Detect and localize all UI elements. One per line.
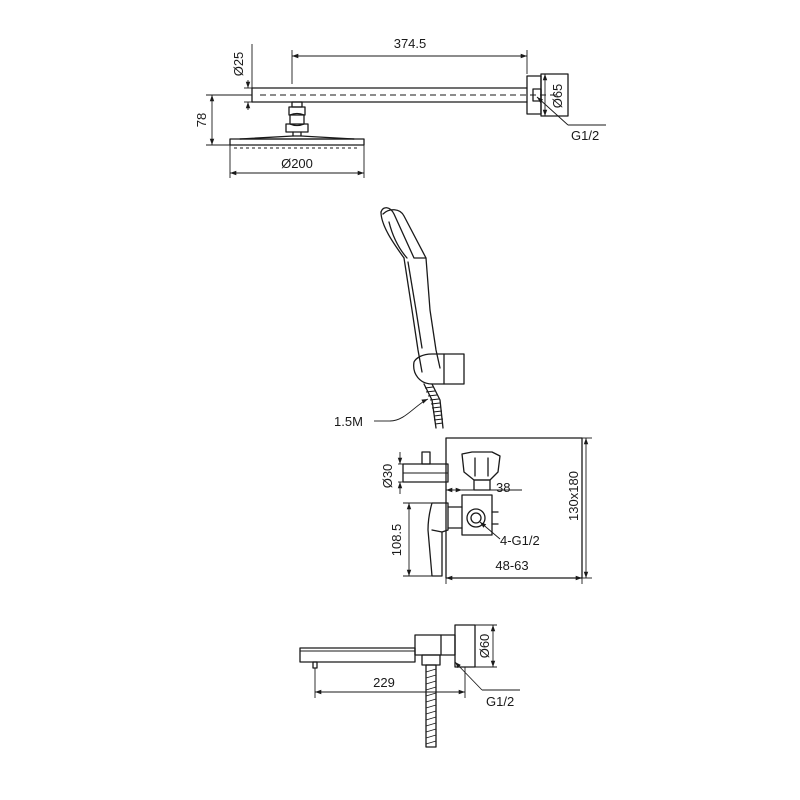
dim-arm-length-label: 374.5 [394,36,427,51]
bath-spout-drawing: 229 Ø60 G1/2 [299,624,520,748]
valve-cover-plate [445,437,583,579]
leader-spout-thread-label: G1/2 [486,694,514,709]
dim-plate-size-label: 130x180 [566,471,581,521]
dim-spout-length-label: 229 [373,675,395,690]
dim-arm-diameter: Ø25 [231,44,253,110]
dim-drop-height-label: 78 [194,113,209,127]
dim-flange-diameter: Ø65 [542,74,565,116]
dim-handle-diameter: Ø30 [380,452,403,494]
dim-head-diameter-label: Ø200 [281,156,313,171]
leader-hose-length: 1.5M [334,398,429,429]
dim-drop-height: 78 [194,94,252,146]
hand-shower-drawing: 1.5M [334,207,465,429]
dim-install-depth-label: 48-63 [495,558,528,573]
diverter-knob [402,451,449,483]
leader-arm-thread-label: G1/2 [571,128,599,143]
spout-connector [414,624,476,668]
dim-body-depth-label: 38 [496,480,510,495]
leader-arm-thread: G1/2 [536,96,606,143]
dim-arm-diameter-label: Ø25 [231,52,246,77]
dim-spout-length: 229 [314,667,466,698]
dim-plate-size: 130x180 [566,437,592,579]
hand-shower-head [380,207,427,259]
leader-spout-thread: G1/2 [454,661,520,709]
leader-hose-length-label: 1.5M [334,414,363,429]
dim-arm-length: 374.5 [291,36,528,84]
mixer-valve-drawing: Ø30 38 108.5 4-G1/2 130x180 [380,437,592,584]
dim-handle-height-label: 108.5 [389,524,404,557]
dim-handle-diameter-label: Ø30 [380,464,395,489]
dim-install-depth: 48-63 [445,558,583,584]
hand-shower-holder [413,353,465,385]
leader-outlets-label: 4-G1/2 [500,533,540,548]
shower-arm [251,87,560,103]
leader-outlets: 4-G1/2 [479,521,540,548]
dim-spout-flange-label: Ø60 [477,634,492,659]
overhead-shower-drawing: 374.5 Ø25 Ø65 G1/2 78 [194,36,606,178]
valve-body [447,451,501,536]
dim-handle-height: 108.5 [389,502,432,577]
dim-flange-diameter-label: Ø65 [550,84,565,109]
shower-head [229,135,365,149]
hand-shower-hose [423,383,444,429]
lever-handle [427,502,449,577]
hand-shower-handle [403,257,441,373]
spout-pipe [421,654,441,748]
ball-joint [285,101,309,137]
dim-head-diameter: Ø200 [229,145,365,178]
dim-body-depth: 38 [446,480,522,495]
spout-body [299,647,416,669]
dim-spout-flange: Ø60 [475,624,497,668]
